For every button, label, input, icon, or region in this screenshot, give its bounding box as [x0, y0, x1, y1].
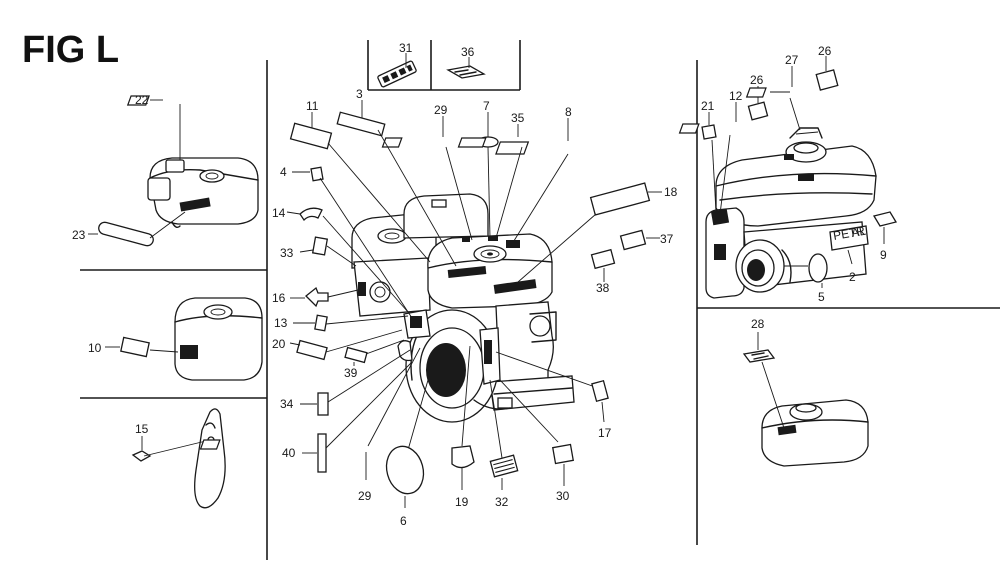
label-26-right: 26 — [818, 44, 832, 58]
label-36: 36 — [461, 45, 475, 59]
label-32: 32 — [495, 495, 509, 509]
label-7: 7 — [483, 99, 490, 113]
decal-13 — [314, 314, 328, 332]
decal-40 — [317, 433, 327, 473]
decal-2-text-1: PETR — [832, 224, 866, 243]
label-30: 30 — [556, 489, 570, 503]
decal-22 — [126, 95, 150, 106]
label-39: 39 — [344, 366, 358, 380]
label-11: 11 — [306, 99, 319, 113]
decal-37 — [619, 229, 647, 251]
decal-10 — [120, 336, 150, 358]
control-lever — [194, 408, 226, 509]
decal-26-right — [815, 69, 839, 91]
decal-11 — [289, 122, 333, 150]
decal-8 — [495, 141, 530, 155]
decal-38 — [590, 248, 616, 270]
label-21: 21 — [701, 99, 715, 113]
label-29-bottom: 29 — [358, 489, 372, 503]
decal-33 — [311, 236, 329, 256]
label-35: 35 — [511, 111, 525, 125]
air-cleaner-left — [174, 297, 263, 381]
decal-14 — [299, 207, 323, 222]
label-37: 37 — [660, 232, 674, 246]
decal-2-text-2: AL — [850, 224, 867, 240]
label-33: 33 — [280, 246, 294, 260]
label-16: 16 — [272, 291, 286, 305]
decal-20 — [296, 339, 328, 361]
label-12: 12 — [729, 89, 743, 103]
decal-35 — [457, 137, 487, 148]
label-28: 28 — [751, 317, 765, 331]
decal-39 — [344, 346, 368, 364]
decal-29-bottom — [199, 439, 221, 450]
label-29-top: 29 — [434, 103, 448, 117]
label-10: 10 — [88, 341, 102, 355]
label-34: 34 — [280, 397, 294, 411]
label-3: 3 — [356, 87, 363, 101]
fuel-tank-top-left — [147, 157, 259, 229]
decal-4 — [310, 166, 324, 182]
label-9: 9 — [880, 248, 887, 262]
label-14: 14 — [272, 206, 286, 220]
label-23: 23 — [72, 228, 86, 242]
figure-title: FIG L — [22, 29, 119, 71]
decal-17 — [591, 379, 609, 403]
label-20: 20 — [272, 337, 286, 351]
decal-30 — [551, 443, 575, 465]
decal-19 — [451, 445, 475, 469]
fuel-tank-right: PETR AL — [705, 127, 877, 299]
decal-5 — [808, 253, 828, 283]
label-27: 27 — [785, 53, 799, 67]
label-2: 2 — [849, 270, 856, 284]
decal-27 — [745, 87, 790, 98]
decal-23 — [98, 221, 154, 247]
panel-dividers — [80, 40, 1000, 560]
decal-3 — [336, 111, 386, 137]
label-26-left: 26 — [750, 73, 764, 87]
label-8: 8 — [565, 105, 572, 119]
decal-28 — [742, 349, 776, 363]
decal-16 — [305, 286, 329, 308]
decal-9 — [872, 211, 898, 227]
engine-main — [351, 193, 575, 423]
label-40: 40 — [282, 446, 296, 460]
decal-32 — [489, 454, 519, 478]
label-38: 38 — [596, 281, 610, 295]
decal-21 — [701, 124, 717, 140]
label-13: 13 — [274, 316, 288, 330]
leader-lines — [319, 129, 599, 459]
label-18: 18 — [664, 185, 678, 199]
decal-31 — [377, 60, 417, 88]
decal-36 — [446, 65, 486, 79]
label-19: 19 — [455, 495, 469, 509]
label-15: 15 — [135, 422, 149, 436]
decal-26-left — [747, 101, 769, 121]
decal-34 — [317, 392, 329, 416]
label-4: 4 — [280, 165, 287, 179]
decal-6 — [385, 445, 425, 495]
decal-12 — [678, 123, 700, 134]
label-5: 5 — [818, 290, 825, 304]
label-31: 31 — [399, 41, 413, 55]
label-6: 6 — [400, 514, 407, 528]
fuel-tank-small — [761, 399, 869, 467]
decal-18 — [589, 182, 651, 216]
label-17: 17 — [598, 426, 612, 440]
decal-15 — [131, 450, 152, 462]
label-22: 22 — [135, 93, 149, 107]
decal-29-top — [381, 137, 403, 148]
